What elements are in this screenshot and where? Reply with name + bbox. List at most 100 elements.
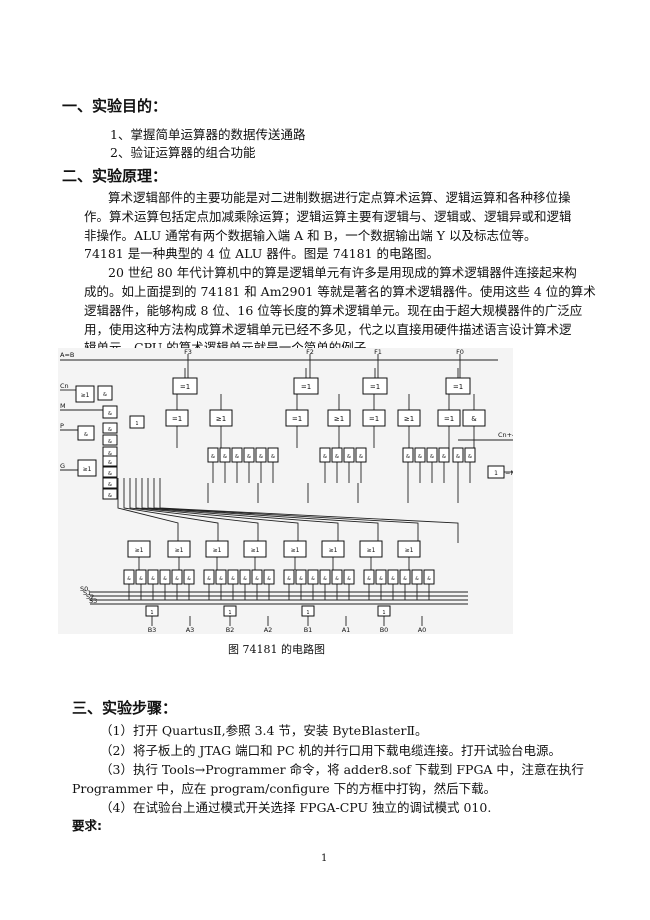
label-cn4: Cn+4 [498,431,513,439]
and-gate-g-1 [102,466,118,478]
and-gate-low-1-3-label: & [243,576,247,582]
not-gate-bottom-4 [301,605,315,617]
label-eq-m: =M [505,469,513,477]
and-gate-mid-1-label: & [223,454,227,460]
or-gate-low-7-label: ≥1 [405,547,414,554]
and-gate-low-2-5-label: & [347,576,351,582]
and-gate-p-0-label: & [108,427,112,433]
and-gate-low-0-2 [147,569,159,585]
gate-row2-4-label: =1 [369,415,379,423]
xor-gate-top-2-label: =1 [370,383,380,391]
xor-gate-top-1-label: =1 [301,383,311,391]
and-gate-p-2-label: & [108,451,112,457]
or-gate-low-2-label: ≥1 [213,547,222,554]
label-a-eq-b: A=B [60,351,74,359]
and-gate-low-2-4 [331,569,343,585]
section1-heading: 一、实验目的： [62,97,168,115]
and-gate-g-1-label: & [108,471,112,477]
and-gate-g-0-label: & [108,460,112,466]
gate-row2-3-label: ≥1 [334,415,344,423]
label-f2: F2 [306,348,314,356]
principle-line-4: 74181 是一种典型的 4 位 ALU 器件。图是 74181 的电路图。 [84,246,439,261]
and-gate-mid-5 [267,447,279,463]
and-gate-low-1-3 [239,569,251,585]
section2-heading: 二、实验原理： [62,167,168,185]
and-gate-low-3-0-label: & [367,576,371,582]
gate-row2-0-label: =1 [172,415,182,423]
xor-gate-top-3-label: =1 [453,383,463,391]
and-gate-low-3-1 [375,569,387,585]
gate-row2-7 [462,409,486,427]
or-gate-g [77,459,97,477]
purpose-item-1: 1、掌握简单运算器的数据传送通路 [110,127,306,142]
and-gate-low-2-3-label: & [323,576,327,582]
not-gate-bottom-2 [223,605,237,617]
and-gate-mid-6 [319,447,331,463]
or-gate-low-4-label: ≥1 [291,547,300,554]
wire [147,478,379,543]
label-s2: S2 [86,593,94,601]
and-gate-low-2-2 [307,569,319,585]
circuit-labels: A=BF3F2F1F0CnMPGCn+4=MS0S1S2S3B3A3B2A2B1… [60,348,513,634]
label-m: M [60,402,66,410]
and-gate-left-0 [97,385,113,401]
not-gate-bottom-6 [377,605,391,617]
wire [153,478,419,543]
and-gate-p-1-label: & [108,439,112,445]
and-gate-pout [77,425,95,441]
not-gate-bottom-4-label: 1 [306,610,309,616]
label-a3: A3 [186,626,195,634]
gate-row2-5 [397,409,421,427]
and-gate-pout-label: & [84,432,88,438]
not-gate-bottom-0 [145,605,159,617]
label-s0: S0 [80,585,88,593]
and-gate-low-0-3 [159,569,171,585]
not-gate-m [129,415,145,429]
and-gate-low-0-2-label: & [151,576,155,582]
wire [129,478,259,543]
or-gate-low-7 [397,540,421,558]
and-gate-mid-13-label: & [442,454,446,460]
gate-row2-1 [209,409,233,427]
and-gate-mid-10-label: & [406,454,410,460]
or-gate-low-0 [127,540,151,558]
not-gate-m-label: 1 [135,421,138,427]
and-gate-low-1-4 [251,569,263,585]
and-gate-low-1-0-label: & [207,576,211,582]
xor-gate-top-0 [172,377,198,395]
wire [159,478,459,543]
and-gate-mid-7-label: & [335,454,339,460]
and-gate-low-3-2 [387,569,399,585]
page-number: 1 [321,853,328,864]
gate-row2-0 [165,409,189,427]
xor-gate-top-0-label: =1 [180,383,190,391]
and-gate-g-3-label: & [108,493,112,499]
and-gate-mid-4 [255,447,267,463]
or-gate-cn-label: ≥1 [81,392,90,399]
and-gate-low-2-5 [343,569,355,585]
and-gate-mid-3-label: & [247,454,251,460]
and-gate-mid-14-label: & [456,454,460,460]
and-gate-mid-9-label: & [359,454,363,460]
wire [123,478,219,543]
and-gate-low-3-3-label: & [403,576,407,582]
and-gate-p-0 [102,422,118,434]
and-gate-low-0-1 [135,569,147,585]
or-gate-low-1 [167,540,191,558]
principle-line-3: 非操作。ALU 通常有两个数据输入端 A 和 B，一个数据输出端 Y 以及标志位… [84,228,537,243]
and-gate-mid-10 [402,447,414,463]
and-gate-low-0-3-label: & [163,576,167,582]
xor-gate-top-2 [362,377,388,395]
and-gate-low-2-0-label: & [287,576,291,582]
and-gate-mid-0-label: & [211,454,215,460]
and-gate-low-1-5 [263,569,275,585]
circuit-wires [60,354,513,626]
alu-74181-circuit-diagram: =1=1=1=1=1≥1=1≥1=1≥1=1&&&&&&&&&&&&&&&&&≥… [58,348,513,634]
and-gate-mid-15 [464,447,476,463]
and-gate-g-2 [102,477,118,489]
and-gate-low-2-1 [295,569,307,585]
and-gate-low-2-2-label: & [311,576,315,582]
label-a2: A2 [264,626,273,634]
and-gate-low-3-2-label: & [391,576,395,582]
principle-line-6: 成的。如上面提到的 74181 和 Am2901 等就是著名的算术逻辑器件。使用… [84,284,596,299]
